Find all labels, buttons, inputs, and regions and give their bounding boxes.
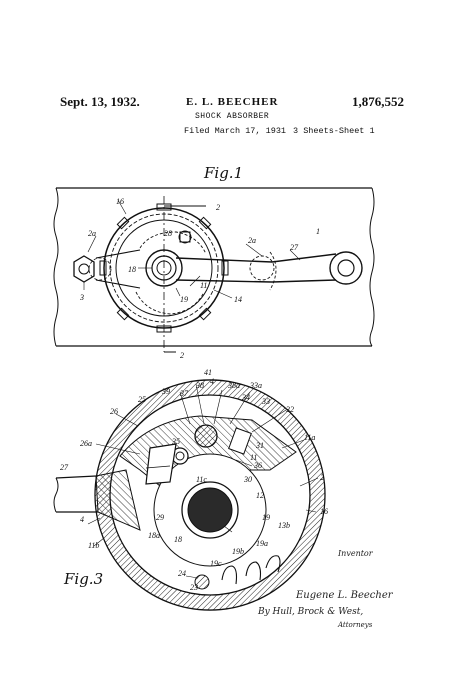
inventor-name: E. L. BEECHER [186, 96, 279, 108]
label-fig3-19: 19 [262, 513, 270, 522]
label-fig1-28: 28 [164, 229, 172, 238]
label-fig3-25: 25 [138, 395, 146, 404]
label-fig1-2-bottom: 2 [180, 351, 184, 360]
attorney-by-line: By Hull, Brock & West, [257, 607, 363, 617]
label-fig1-11: 11 [200, 281, 207, 290]
label-fig3-24: 24 [178, 569, 186, 578]
label-fig3-19a: 19a [256, 539, 268, 548]
label-fig3-30: 30 [243, 475, 252, 484]
figure-3 [53, 379, 326, 611]
label-fig3-2: 2 [320, 473, 324, 482]
label-fig1-19: 19 [180, 295, 188, 304]
label-fig3-31: 31 [255, 441, 264, 450]
label-fig3-4-top: 4 [210, 377, 214, 386]
label-fig1-2a-right: 2a [248, 236, 256, 245]
label-fig3-11a: 11a [304, 433, 315, 442]
label-fig1-14: 14 [234, 295, 242, 304]
label-fig3-26a: 26a [80, 439, 92, 448]
label-fig3-32: 32 [285, 405, 294, 414]
label-fig3-27: 27 [60, 463, 69, 472]
label-fig3-39: 39 [161, 387, 170, 396]
patent-date: Sept. 13, 1932. [60, 94, 140, 109]
label-fig3-18: 18 [174, 535, 182, 544]
label-fig3-34: 34 [241, 393, 250, 402]
label-fig3-37: 37 [179, 389, 189, 398]
figure-3-labels: 41 4 39 38 38a 33a 37 25 34 33 32 26 35 … [60, 368, 328, 592]
inventor-signature: Eugene L. Beecher [295, 590, 394, 601]
attorneys-label: Attorneys [337, 621, 373, 629]
label-fig3-36: 36 [253, 461, 262, 470]
label-fig3-35: 35 [171, 437, 180, 446]
label-fig3-38a: 38a [227, 381, 240, 390]
patent-number: 1,876,552 [352, 94, 404, 109]
label-fig3-18a: 18a [148, 531, 160, 540]
label-fig1-16: 16 [116, 197, 124, 206]
label-fig3-11: 11 [250, 453, 257, 462]
label-fig1-18: 18 [128, 265, 136, 274]
label-fig3-16: 16 [320, 507, 328, 516]
label-fig3-41: 41 [204, 368, 212, 377]
label-fig3-26: 26 [110, 407, 118, 416]
label-fig3-38: 38 [195, 381, 204, 390]
label-fig1-27: 27 [290, 243, 299, 252]
figure-3-caption: Fig.3 [63, 570, 103, 588]
label-fig3-19b: 19b [232, 547, 244, 556]
inventor-heading: Inventor [337, 549, 374, 558]
filed-date: Filed March 17, 1931 [184, 126, 287, 136]
sheet-count: 3 Sheets-Sheet 1 [293, 126, 375, 136]
label-fig3-19c: 19c [210, 559, 222, 568]
figure-1 [53, 187, 375, 353]
label-fig3-4-left: 4 [80, 515, 84, 524]
label-fig3-33a: 33a [249, 381, 262, 390]
signature-block: Inventor Eugene L. Beecher By Hull, Broc… [257, 549, 394, 629]
label-fig3-13b: 13b [278, 521, 290, 530]
label-fig1-2a-left: 2a [88, 229, 96, 238]
figure-1-caption: Fig.1 [203, 164, 243, 182]
label-fig3-33: 33 [261, 397, 270, 406]
label-fig1-2-top: 2 [216, 203, 220, 212]
label-fig3-11b: 11b [88, 541, 99, 550]
label-fig3-29: 29 [156, 513, 164, 522]
label-fig3-23: 23 [190, 583, 198, 592]
label-fig1-1: 1 [316, 227, 320, 236]
label-fig3-12: 12 [256, 491, 264, 500]
figure-1-labels: 16 2 28 2a 27 1 2a 18 11 3 19 14 2 Fig.1 [79, 164, 320, 360]
label-fig3-11c: 11c [196, 475, 207, 484]
label-fig1-3: 3 [79, 293, 84, 302]
patent-title: SHOCK ABSORBER [195, 112, 270, 121]
